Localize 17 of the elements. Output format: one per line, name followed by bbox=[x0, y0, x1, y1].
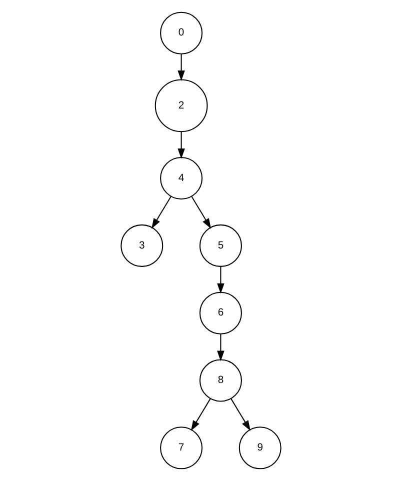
arrow bbox=[216, 266, 224, 294]
arrow bbox=[190, 196, 211, 229]
node-circle: 6 bbox=[198, 292, 242, 334]
node-circle: 7 bbox=[160, 426, 202, 470]
node-circle: 4 bbox=[160, 157, 202, 200]
arrow bbox=[230, 398, 250, 431]
node-circle: 8 bbox=[198, 359, 242, 402]
node-circle: 9 bbox=[238, 426, 281, 470]
arrow bbox=[177, 132, 184, 159]
node-circle: 5 bbox=[198, 224, 242, 267]
node-circle: 2 bbox=[154, 79, 208, 132]
node-circle: 0 bbox=[160, 12, 202, 54]
arrow bbox=[216, 334, 224, 362]
arrow bbox=[177, 54, 184, 81]
arrow bbox=[151, 196, 171, 229]
arrow bbox=[190, 398, 210, 431]
node-circle: 3 bbox=[120, 224, 163, 267]
